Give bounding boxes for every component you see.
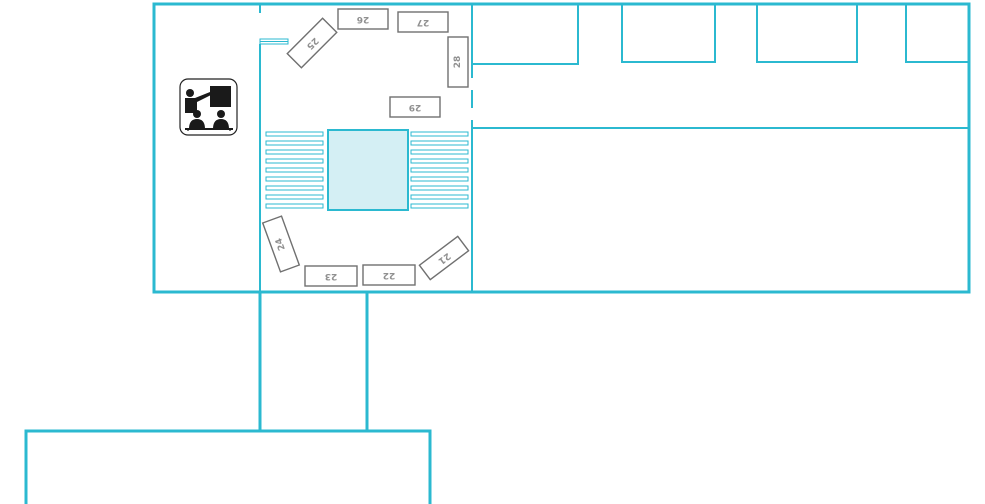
seat-label: 27 (417, 17, 430, 27)
bench (265, 185, 324, 191)
teacher-at-board-with-students-icon (179, 78, 238, 136)
seat-label: 23 (325, 271, 338, 281)
seat-27[interactable]: 27 (397, 11, 449, 33)
room-c (756, 5, 858, 63)
bench (410, 149, 469, 155)
bench (265, 194, 324, 200)
building-outline (152, 2, 971, 294)
bench (265, 158, 324, 164)
bench (265, 131, 324, 137)
bench (410, 140, 469, 146)
seat-label: 22 (383, 270, 396, 280)
bench (410, 185, 469, 191)
bench (265, 176, 324, 182)
bench (410, 176, 469, 182)
bench (265, 167, 324, 173)
seat-22[interactable]: 22 (362, 264, 416, 286)
bench-group-right (410, 131, 469, 209)
seat-25[interactable]: 25 (286, 17, 338, 69)
seat-label: 29 (409, 102, 422, 112)
room-d (905, 5, 968, 63)
room-b (621, 5, 716, 63)
bench (410, 158, 469, 164)
seat-23[interactable]: 23 (304, 265, 358, 287)
seat-label: 26 (357, 14, 370, 24)
seat-26[interactable]: 26 (337, 8, 389, 30)
seat-21[interactable]: 21 (418, 235, 470, 281)
bench (410, 194, 469, 200)
lower-building (24, 429, 432, 504)
bench (265, 149, 324, 155)
bench (265, 140, 324, 146)
seat-label: 24 (274, 236, 288, 251)
seat-29[interactable]: 29 (389, 96, 441, 118)
central-stage (327, 129, 409, 211)
seat-label: 28 (453, 56, 463, 69)
bench (410, 131, 469, 137)
bench-group-left (265, 131, 324, 209)
seat-24[interactable]: 24 (261, 215, 301, 273)
bench (410, 203, 469, 209)
bench (410, 167, 469, 173)
room-a (473, 5, 579, 65)
bench (265, 203, 324, 209)
seat-28[interactable]: 28 (447, 36, 469, 88)
